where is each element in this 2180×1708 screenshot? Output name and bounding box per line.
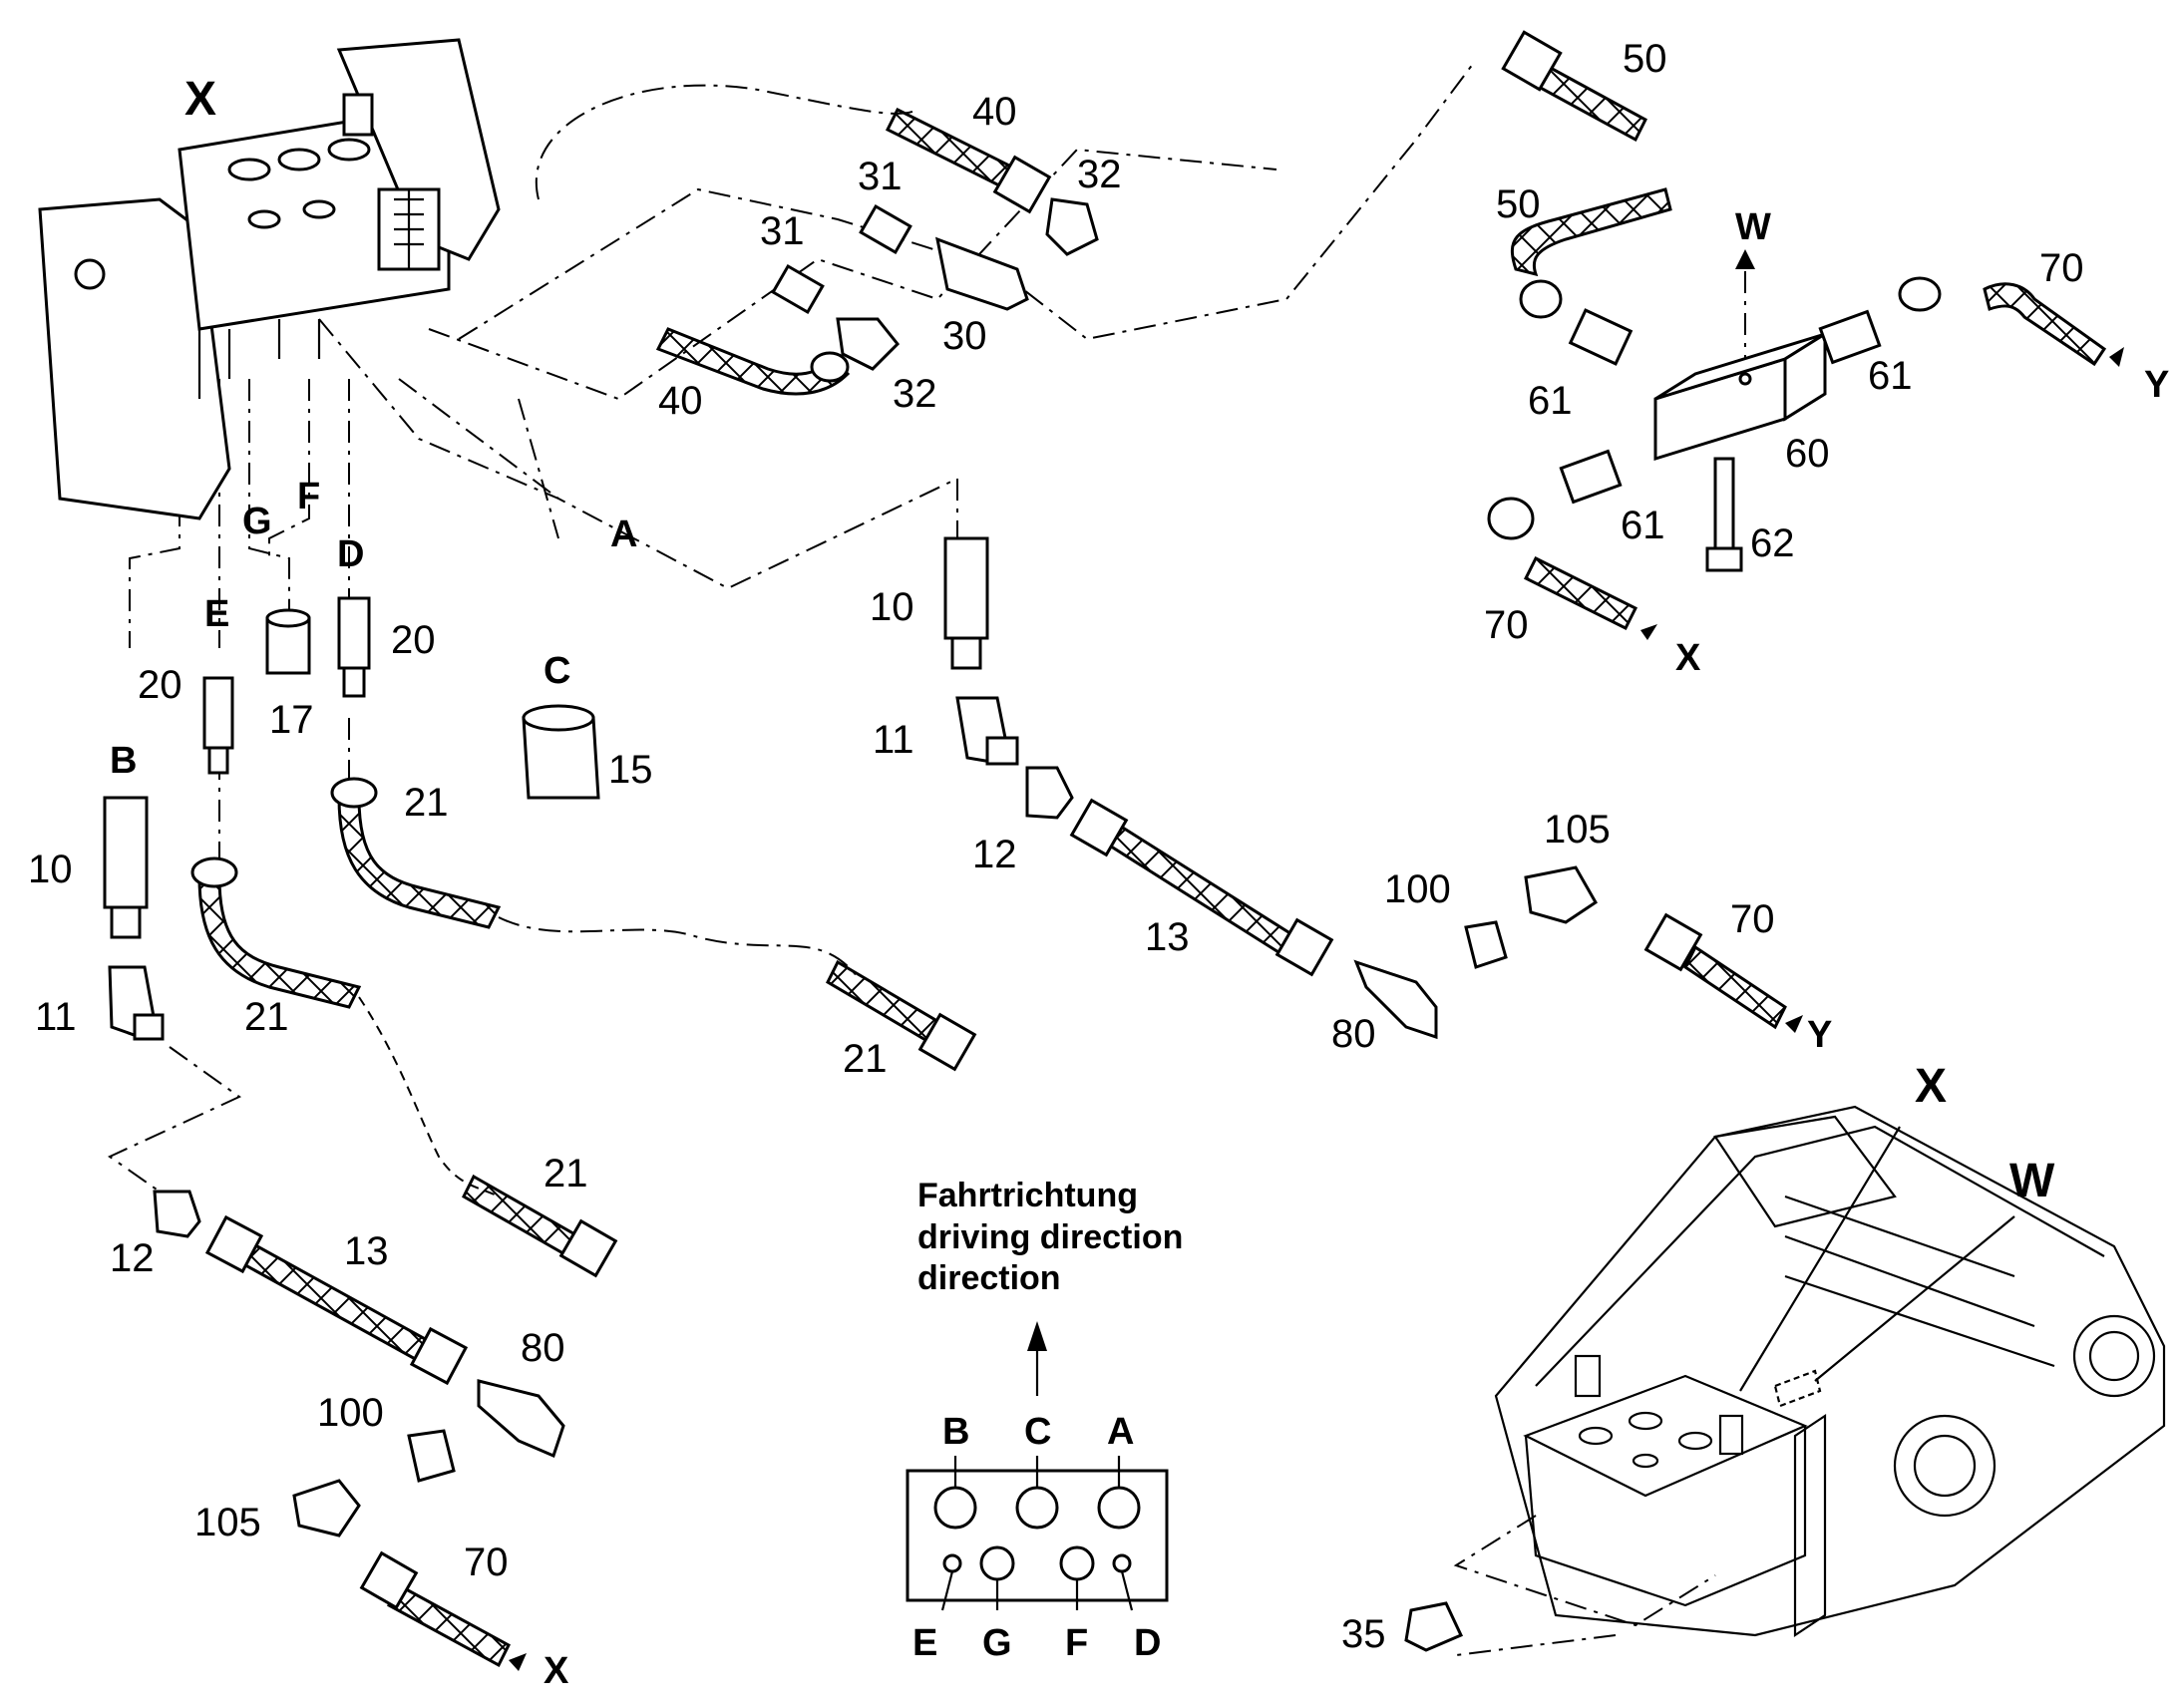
callout-40-a: 40 <box>972 90 1017 134</box>
callout-61-b: 61 <box>1868 354 1913 398</box>
callout-61-c: 61 <box>1621 504 1665 547</box>
callout-13-b: 13 <box>344 1229 389 1273</box>
callout-70-c: 70 <box>1730 897 1775 941</box>
view-label-x-2: X <box>1675 637 1701 679</box>
port-label-b: B <box>942 1411 969 1453</box>
port-label-f-line: F <box>297 476 320 517</box>
callout-100-b: 100 <box>317 1391 384 1435</box>
direction-caption-de: Fahrtrichtung <box>917 1177 1138 1214</box>
callout-62: 62 <box>1750 521 1795 565</box>
callout-21-d: 21 <box>544 1152 588 1196</box>
callout-13-a: 13 <box>1145 915 1190 959</box>
view-label-y-2: Y <box>1807 1014 1832 1056</box>
callout-12-a: 12 <box>972 833 1017 876</box>
callout-32-a: 32 <box>1077 153 1122 196</box>
callout-80-b: 80 <box>521 1326 565 1370</box>
port-label-e-line: E <box>204 593 229 635</box>
callout-30: 30 <box>942 314 987 358</box>
port-label-c: C <box>1024 1411 1051 1453</box>
flow-arrows <box>509 249 2124 1671</box>
view-label-y-1: Y <box>2144 364 2169 406</box>
port-label-g-line: G <box>242 501 272 542</box>
callout-17: 17 <box>269 698 314 742</box>
quick-coupler-overview <box>1494 1105 2166 1638</box>
callout-105-a: 105 <box>1544 808 1611 852</box>
callout-60: 60 <box>1785 432 1830 476</box>
callout-32-b: 32 <box>893 372 937 416</box>
port-label-d: D <box>1134 1622 1161 1664</box>
view-label-x-3: X <box>544 1650 569 1692</box>
direction-caption-fr: direction <box>917 1259 1061 1297</box>
callout-11-b: 11 <box>35 995 77 1039</box>
view-label-x-top: X <box>184 73 216 126</box>
callout-70-a: 70 <box>2039 246 2084 290</box>
view-label-x-overview: X <box>1915 1060 1947 1113</box>
callout-12-b: 12 <box>110 1236 155 1280</box>
parts <box>103 30 2107 1668</box>
port-label-f: F <box>1065 1622 1088 1664</box>
callout-21-c: 21 <box>843 1037 888 1081</box>
callout-35: 35 <box>1341 1612 1386 1656</box>
callout-70-b: 70 <box>1484 603 1529 647</box>
port-layout-diagram <box>906 1321 1169 1611</box>
callout-31-b: 31 <box>760 209 805 253</box>
view-label-w-top: W <box>1735 206 1771 248</box>
port-label-a: A <box>1107 1411 1134 1453</box>
quick-coupler-valve-block <box>38 38 501 520</box>
callout-40-b: 40 <box>658 379 703 423</box>
labels: X W Y X Y X X W A B C D E F G 50 50 40 4… <box>28 37 2169 1692</box>
callout-31-a: 31 <box>858 155 903 198</box>
callout-20-a: 20 <box>391 618 436 662</box>
callout-15: 15 <box>608 748 653 792</box>
port-label-e: E <box>912 1622 937 1664</box>
callout-50-b: 50 <box>1496 182 1541 226</box>
callout-105-b: 105 <box>194 1501 261 1544</box>
port-label-a-line: A <box>610 513 637 555</box>
port-label-c-line: C <box>544 650 570 692</box>
callout-61-a: 61 <box>1528 379 1573 423</box>
direction-caption-en: driving direction <box>917 1218 1183 1256</box>
callout-20-b: 20 <box>138 663 182 707</box>
callout-10-a: 10 <box>870 585 914 629</box>
view-label-w-overview: W <box>2009 1155 2055 1207</box>
port-label-g: G <box>982 1622 1012 1664</box>
callout-21-b: 21 <box>244 995 289 1039</box>
callout-100-a: 100 <box>1384 867 1451 911</box>
callout-50-a: 50 <box>1623 37 1667 81</box>
callout-80-a: 80 <box>1331 1012 1376 1056</box>
port-label-b-line: B <box>110 740 137 782</box>
callout-21-a: 21 <box>404 781 449 825</box>
callout-10-b: 10 <box>28 848 73 891</box>
port-label-d-line: D <box>337 533 364 575</box>
callout-70-d: 70 <box>464 1540 509 1584</box>
callout-11-a: 11 <box>873 718 914 762</box>
